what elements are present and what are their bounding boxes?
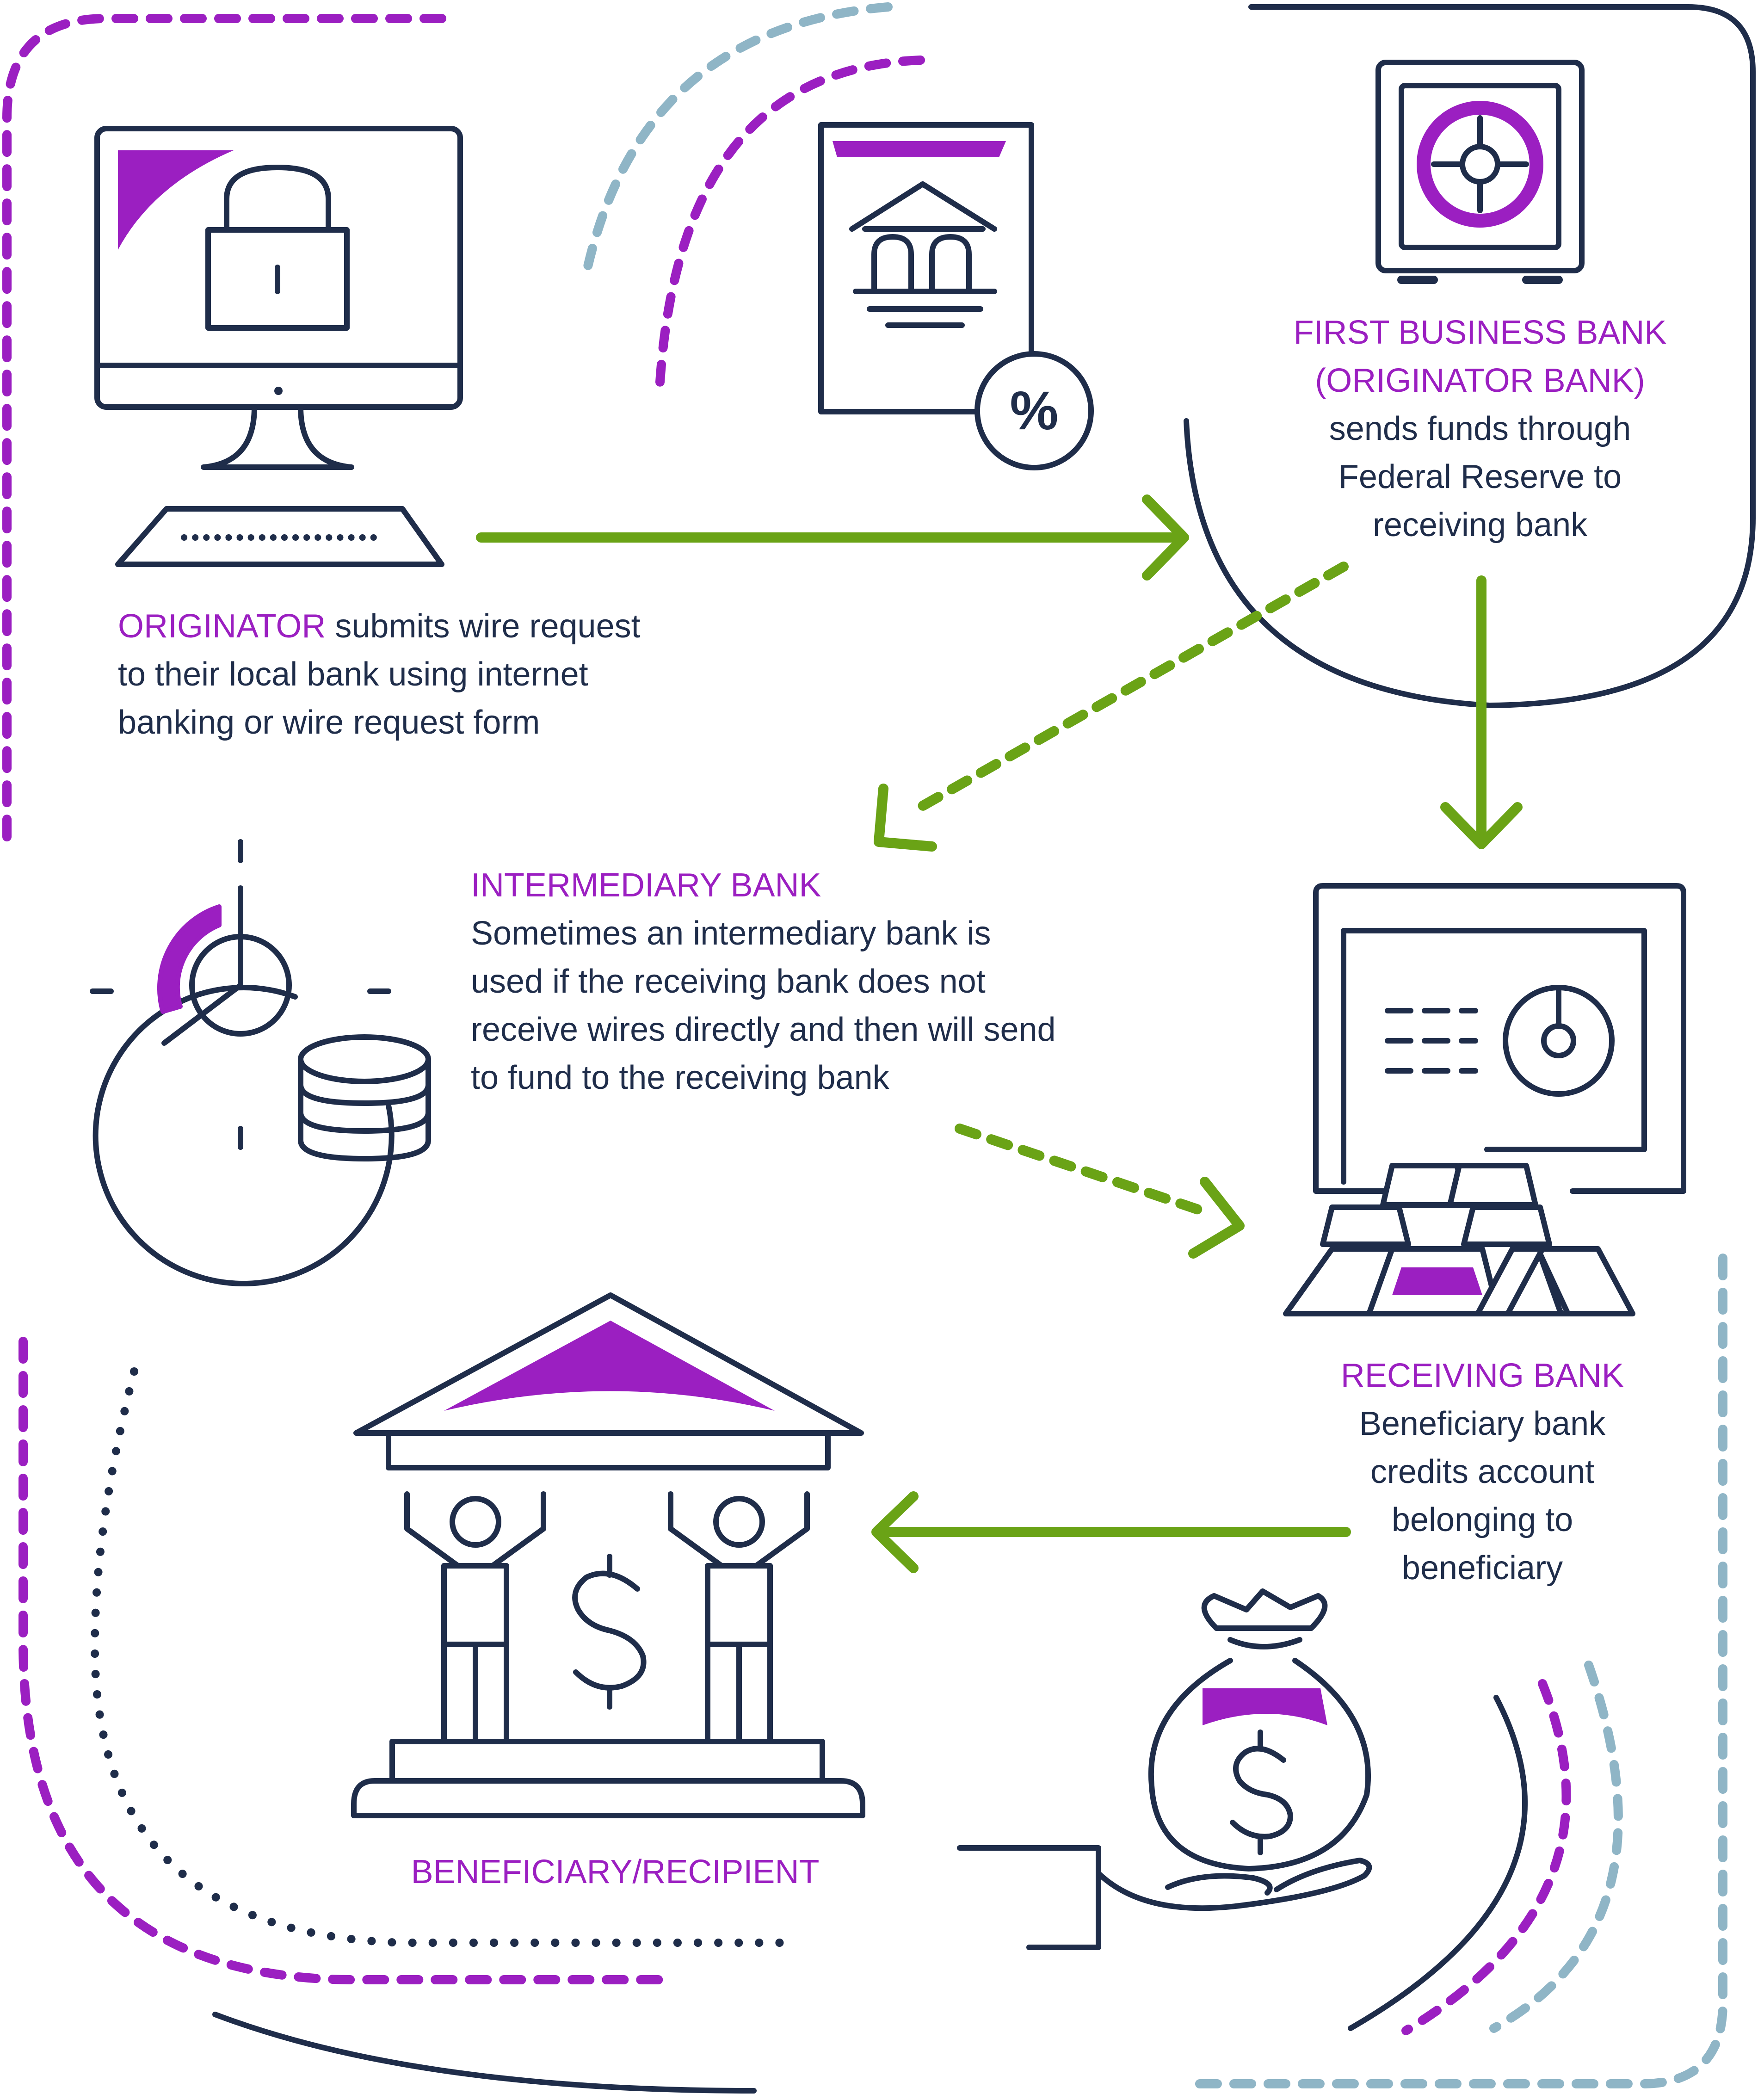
first-bank-title-2: (ORIGINATOR BANK) [1315,362,1645,399]
decor-dashed-arc-top-purple [654,56,925,402]
first-bank-bubble-outline [1184,418,1756,708]
originator-line3: banking or wire request form [118,704,540,741]
decor-dotted-arc-bottom-left-navy [91,1367,786,1947]
bank-document-percent-icon: % [818,122,1094,470]
intermediary-line1: Sometimes an intermediary bank is [471,915,991,952]
originator-description: ORIGINATOR submits wire request to their… [118,602,641,747]
receiving-line4: beneficiary [1401,1550,1563,1587]
originator-line1: submits wire request [326,608,641,645]
monitor-vault-gold-icon [1283,883,1686,1316]
receiving-line1: Beneficiary bank [1359,1405,1606,1442]
percent-glyph: % [1010,380,1059,441]
receiving-title: RECEIVING BANK [1340,1357,1624,1394]
decor-dashed-frame-right-lightblue [1186,1254,1727,2088]
receiving-description: RECEIVING BANK Beneficiary bank credits … [1295,1352,1670,1592]
decor-solid-arc-bottom-left-navy [212,2012,757,2094]
arrow-receiving-to-beneficiary [871,1491,1351,1573]
receiving-line2: credits account [1370,1453,1595,1490]
intermediary-description: INTERMEDIARY BANK Sometimes an intermedi… [471,861,1056,1102]
decor-solid-arc-bottom-right-navy [1348,1695,1528,2031]
decor-dashed-arc-bottom-left-purple [19,1337,675,1984]
decor-solid-frame-top-right [1248,4,1756,521]
decor-dashed-arc-top-left [2,14,446,851]
decor-dashed-arc-bottom-right-lightblue [1489,1661,1623,2033]
first-bank-description: FIRST BUSINESS BANK (ORIGINATOR BANK) se… [1249,309,1711,549]
intermediary-line3: receive wires directly and then will sen… [471,1011,1056,1048]
decor-dashed-arc-bottom-right-purple [1401,1679,1571,2035]
clock-database-icon [90,839,431,1286]
vault-safe-icon [1375,60,1585,284]
arrow-intermediary-to-receiving-bank [955,1124,1245,1259]
beneficiary-title: BENEFICIARY/RECIPIENT [411,1853,820,1890]
intermediary-line2: used if the receiving bank does not [471,963,986,1000]
first-bank-line2: Federal Reserve to [1338,458,1622,495]
computer-lock-icon [94,126,463,567]
receiving-line3: belonging to [1391,1501,1573,1538]
first-bank-line1: sends funds through [1329,410,1631,447]
decor-dashed-arc-top-lightblue [583,2,893,273]
arrow-first-bank-to-receiving-bank [1440,575,1523,849]
intermediary-line4: to fund to the receiving bank [471,1059,889,1096]
bank-building-dollar-icon [351,1292,865,1818]
arrow-originator-to-first-bank [476,494,1189,581]
first-bank-title-1: FIRST BUSINESS BANK [1293,314,1667,351]
money-bag-hand-icon [957,1588,1372,1950]
arrow-first-bank-to-intermediary [874,562,1349,852]
first-bank-line3: receiving bank [1372,506,1588,544]
beneficiary-label: BENEFICIARY/RECIPIENT [361,1848,870,1896]
intermediary-title: INTERMEDIARY BANK [471,867,821,904]
originator-line2: to their local bank using internet [118,656,588,693]
originator-title: ORIGINATOR [118,608,326,645]
